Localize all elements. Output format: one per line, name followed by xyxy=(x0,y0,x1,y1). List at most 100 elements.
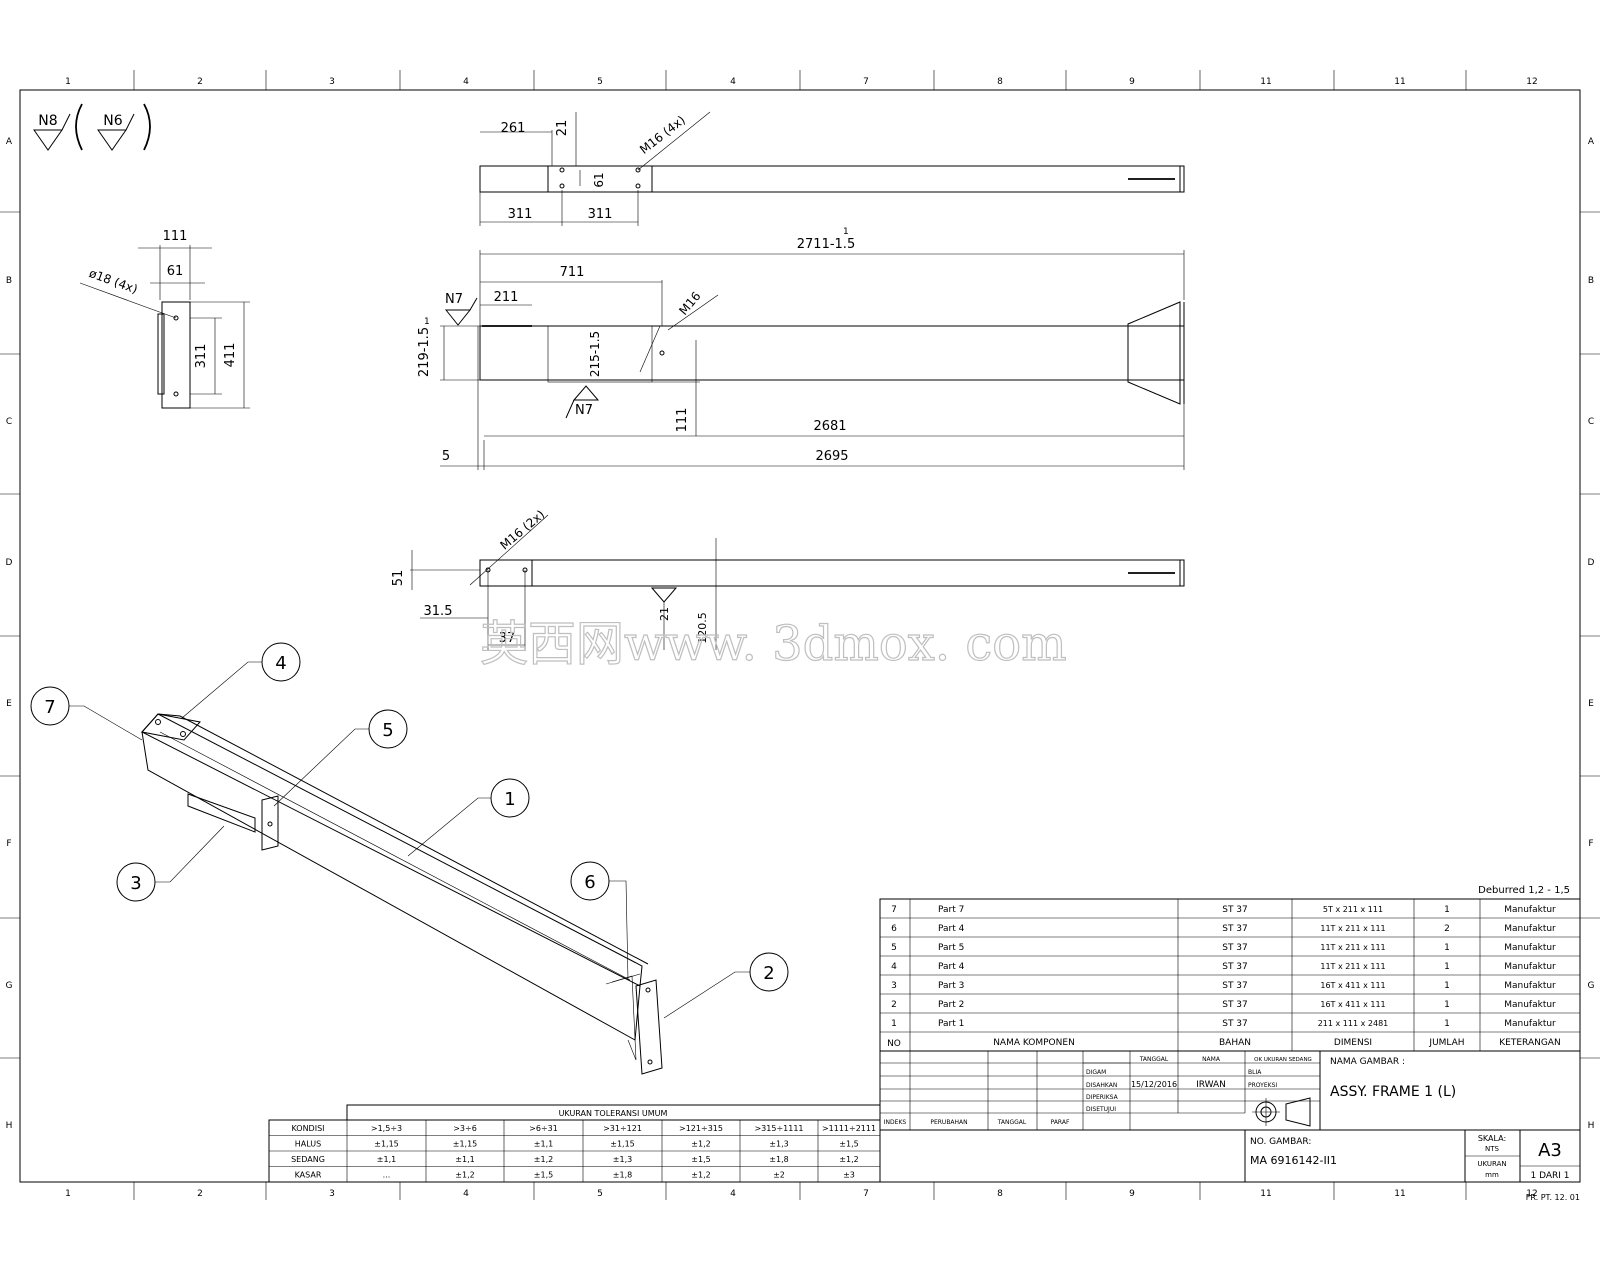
bom-name: Part 5 xyxy=(938,943,964,953)
bom-header-dimension: DIMENSI xyxy=(1334,1038,1372,1048)
row-zone-left: E xyxy=(6,699,12,709)
row-zone-right: F xyxy=(1588,839,1593,849)
col-zone-top: 4 xyxy=(730,77,736,87)
tol-row-label: KONDISI xyxy=(291,1124,324,1133)
col-zone-bottom: 7 xyxy=(863,1189,869,1199)
col-zone-top: 9 xyxy=(1129,77,1135,87)
bottom-view-dim-315: 31.5 xyxy=(424,604,453,619)
col-zone-top: 5 xyxy=(597,77,603,87)
projection-symbol xyxy=(1252,1097,1311,1127)
col-zone-bottom: 1 xyxy=(65,1189,71,1199)
tol-cell: ±1,2 xyxy=(455,1171,474,1180)
tb-diperiksa: DIPERIKSA xyxy=(1086,1094,1119,1101)
side-view-dim-711: 711 xyxy=(560,265,585,280)
bom-material: ST 37 xyxy=(1222,1000,1248,1010)
bom-dimension: 11T x 211 x 111 xyxy=(1320,924,1385,933)
plate-hole-spacing-dim: 61 xyxy=(167,264,184,279)
svg-text:5: 5 xyxy=(382,720,393,741)
tb-date: 15/12/2016 xyxy=(1131,1080,1177,1089)
bottom-view-dim-21: 21 xyxy=(658,607,671,621)
side-view-dim-211: 211 xyxy=(494,290,519,305)
tol-cell: ±1,15 xyxy=(610,1140,635,1149)
tol-col-header: >1,5÷3 xyxy=(371,1124,402,1133)
col-zone-bottom: 8 xyxy=(997,1189,1003,1199)
bom-material: ST 37 xyxy=(1222,962,1248,972)
bom-dimension: 11T x 211 x 111 xyxy=(1320,943,1385,952)
bom-qty: 1 xyxy=(1444,1019,1450,1029)
bom-header-name: NAMA KOMPONEN xyxy=(993,1038,1075,1048)
bom-material: ST 37 xyxy=(1222,943,1248,953)
col-zone-top: 2 xyxy=(197,77,203,87)
bom-note: Manufaktur xyxy=(1504,943,1556,953)
tb-skala-label: SKALA: xyxy=(1478,1134,1506,1143)
tolerance-table: UKURAN TOLERANSI UMUM >1,5÷3>3÷6>6÷31>31… xyxy=(268,1104,881,1183)
row-zone-left: D xyxy=(6,558,13,568)
bom-material: ST 37 xyxy=(1222,1019,1248,1029)
tol-cell: ±1,2 xyxy=(691,1140,710,1149)
bom-name: Part 3 xyxy=(938,981,964,991)
col-zone-bottom: 4 xyxy=(463,1189,469,1199)
top-view-dim-311a: 311 xyxy=(508,207,533,222)
col-zone-bottom: 2 xyxy=(197,1189,203,1199)
col-zone-top: 11 xyxy=(1394,77,1405,87)
tb-indeks: INDEKS xyxy=(884,1119,907,1126)
surface-n7-bottom: N7 xyxy=(575,403,593,418)
tol-cell: ... xyxy=(383,1171,391,1180)
side-view-height-dim: 219-1.5 xyxy=(417,327,432,377)
isometric-view xyxy=(141,713,663,1075)
tb-perubahan: PERUBAHAN xyxy=(930,1119,967,1126)
top-view: 261 21 M16 (4x) 61 311 311 xyxy=(479,111,1185,226)
row-zone-left: F xyxy=(6,839,11,849)
tol-cell: ±1,15 xyxy=(374,1140,399,1149)
bom-note: Manufaktur xyxy=(1504,924,1556,934)
side-view-height-tol: 1 xyxy=(424,317,430,327)
row-zone-right: E xyxy=(1588,699,1594,709)
col-zone-top: 8 xyxy=(997,77,1003,87)
bom-header-material: BAHAN xyxy=(1219,1038,1251,1048)
row-zone-left: G xyxy=(6,981,13,991)
side-view-dim-2695: 2695 xyxy=(815,449,848,464)
side-view-thread-dim: M16 xyxy=(676,289,703,318)
side-view-dim-215: 215-1.5 xyxy=(588,331,602,377)
bom-name: Part 4 xyxy=(938,962,965,972)
top-view-dim-261: 261 xyxy=(501,121,526,136)
bom-no: 7 xyxy=(891,905,897,915)
bom-no: 4 xyxy=(891,962,897,972)
side-view-dim-2681: 2681 xyxy=(813,419,846,434)
svg-text:3: 3 xyxy=(130,873,141,894)
svg-text:1: 1 xyxy=(504,789,515,810)
bom-dimension: 16T x 411 x 111 xyxy=(1320,1000,1385,1009)
plate-hole-dim: ø18 (4x) xyxy=(87,266,139,296)
svg-text:4: 4 xyxy=(275,653,286,674)
surface-finish-symbols: N8 N6 xyxy=(33,103,151,151)
tol-cell: ±1,8 xyxy=(613,1171,632,1180)
tol-cell: ±1,1 xyxy=(455,1155,474,1164)
surface-finish-a: N8 xyxy=(38,113,57,129)
tb-sheet-size: A3 xyxy=(1538,1140,1562,1161)
tb-skala: NTS xyxy=(1485,1145,1500,1153)
bom-header-note: KETERANGAN xyxy=(1499,1038,1560,1048)
plate-height-dim: 411 xyxy=(223,343,238,368)
col-zone-top: 11 xyxy=(1260,77,1271,87)
plate-view: 111 61 ø18 (4x) 311 411 xyxy=(79,229,250,409)
side-view-dim-111: 111 xyxy=(675,408,690,433)
svg-text:6: 6 xyxy=(584,872,595,893)
col-zone-bottom: 9 xyxy=(1129,1189,1135,1199)
tb-tanggal: TANGGAL xyxy=(1139,1056,1169,1063)
col-zone-bottom: 11 xyxy=(1260,1189,1271,1199)
bom-no: 5 xyxy=(891,943,897,953)
tol-col-header: >6÷31 xyxy=(529,1124,558,1133)
tb-disetujui: DISETUJUI xyxy=(1086,1106,1116,1113)
tb-proyeksi: PROYEKSI xyxy=(1248,1082,1277,1089)
bom-no: 1 xyxy=(891,1019,897,1029)
col-zone-top: 1 xyxy=(65,77,71,87)
svg-text:7: 7 xyxy=(44,697,55,718)
bom-dimension: 16T x 411 x 111 xyxy=(1320,981,1385,990)
tb-paraf: PARAF xyxy=(1051,1119,1070,1126)
tol-cell: ±1,5 xyxy=(839,1140,858,1149)
tb-no-gambar-label: NO. GAMBAR: xyxy=(1250,1137,1311,1147)
bottom-view-dim-120: 120.5 xyxy=(696,612,709,644)
bom-dimension: 5T x 211 x 111 xyxy=(1323,905,1383,914)
col-zone-bottom: 12 xyxy=(1526,1189,1537,1199)
